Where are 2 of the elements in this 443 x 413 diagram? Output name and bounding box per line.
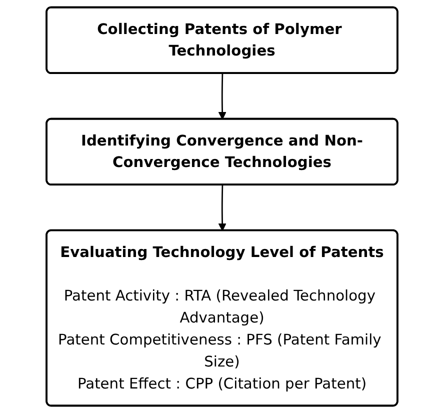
arrow bbox=[218, 74, 226, 120]
arrow bbox=[218, 185, 226, 232]
